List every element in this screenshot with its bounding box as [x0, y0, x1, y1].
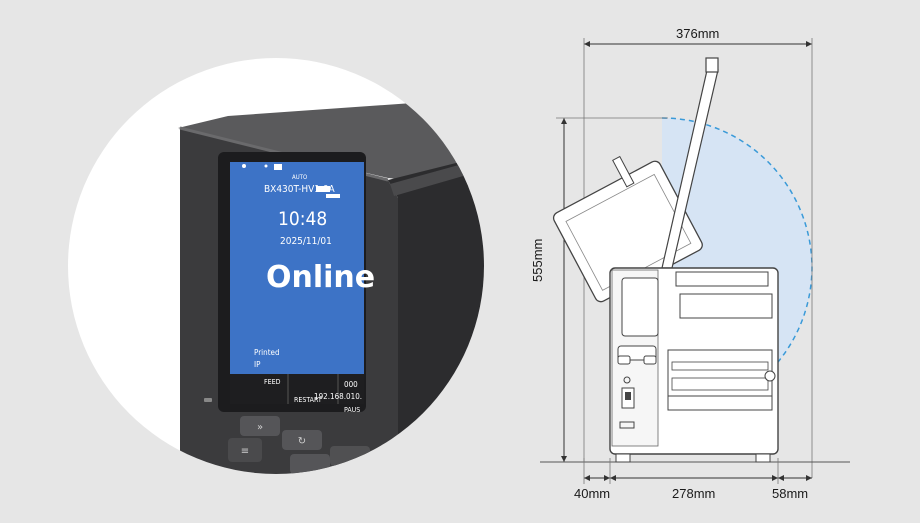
softkey-pause[interactable]: PAUS	[344, 406, 361, 414]
clock-time: 10:48	[278, 208, 328, 230]
model-label: BX430T-HV1.0A	[264, 184, 335, 195]
svg-text:≡: ≡	[241, 446, 249, 457]
depth-body-label: 278mm	[672, 486, 716, 501]
svg-text:»: »	[257, 422, 263, 433]
svg-text:↻: ↻	[298, 436, 306, 447]
printed-label: Printed	[254, 348, 280, 357]
width-total-label: 376mm	[676, 26, 720, 41]
depth-front-label: 40mm	[574, 486, 611, 501]
softkey-restart[interactable]: RESTART	[294, 396, 322, 404]
printed-value: 000	[344, 380, 358, 389]
depth-rear-label: 58mm	[772, 486, 809, 501]
lcd-screen	[230, 162, 364, 404]
lid-sweep-arc	[661, 117, 813, 363]
printer-dimension-drawing	[540, 38, 850, 484]
height-total-label: 555mm	[530, 238, 545, 282]
printer-status: Online	[266, 260, 376, 295]
printer-body-illustration: » ↻ ≡	[178, 98, 484, 474]
dimension-diagram: 376mm 555mm 40mm 278mm 58mm	[520, 0, 920, 518]
ip-value: 192.168.010.	[314, 392, 363, 401]
printer-closeup-photo: » ↻ ≡ AUTO BX430T-HV1.0A 10:48 2025/11/0…	[68, 58, 484, 474]
status-auto-indicator: AUTO	[292, 174, 308, 181]
clock-date: 2025/11/01	[280, 236, 332, 247]
ip-label: IP	[254, 360, 261, 369]
softkey-feed[interactable]: FEED	[264, 378, 281, 386]
